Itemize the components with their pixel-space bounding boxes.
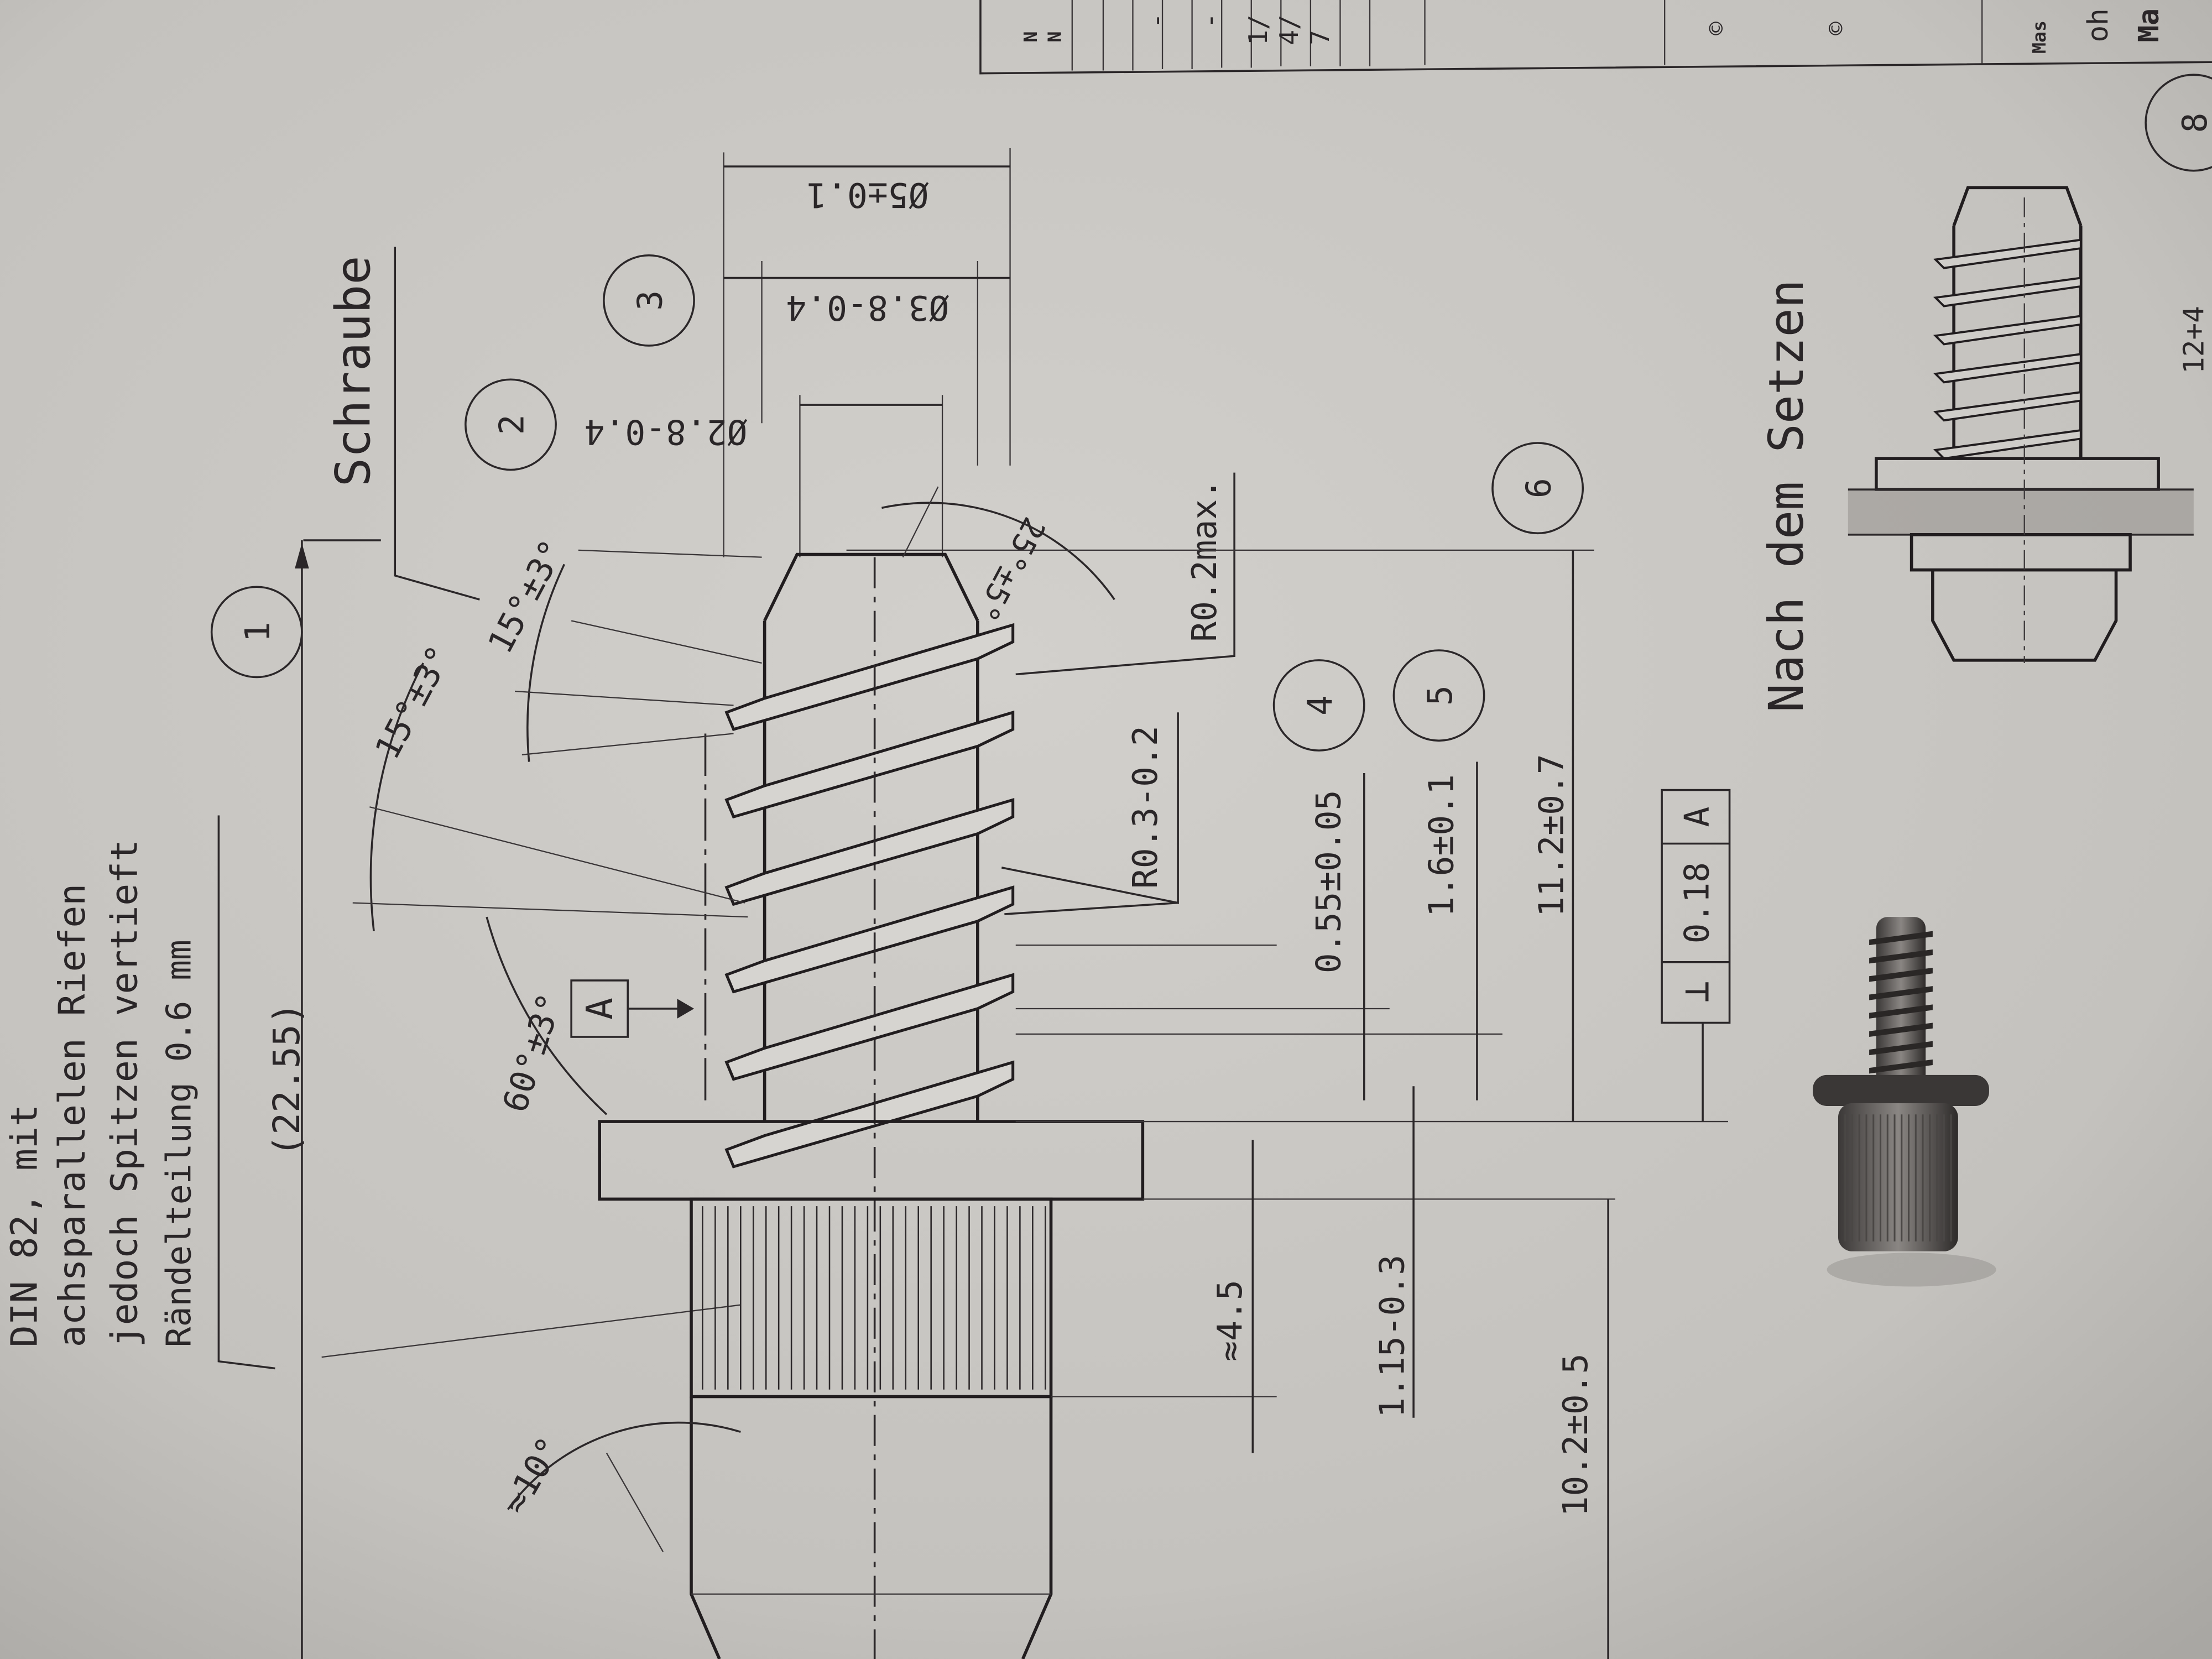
side-thread	[1933, 429, 2082, 460]
side-thread	[1933, 315, 2082, 346]
side-view-dim: 12+4	[2178, 306, 2211, 374]
tolerance-frame: ⊥ 0.18 A	[1661, 789, 1731, 1024]
tolerance-value: 0.18	[1677, 862, 1717, 943]
dim-knurl-length: ≈4.5	[1211, 1280, 1250, 1361]
dim-pitch: 1.6±0.1	[1422, 774, 1462, 917]
photo-thread	[1869, 986, 1933, 1000]
copyright-mark: ©	[1823, 22, 1849, 35]
svg-text:5: 5	[1421, 685, 1460, 706]
note-line: achsparallelen Riefen	[50, 884, 93, 1347]
photo-thread	[1869, 968, 1933, 982]
thread-crest	[724, 710, 1015, 819]
datum-a: A	[570, 979, 695, 1038]
svg-text:1: 1	[238, 622, 278, 642]
knurl-note: DIN 82, mit achsparallelen Riefen jedoch…	[2, 815, 741, 1370]
title-cell: 7	[1305, 30, 1335, 45]
dim-d-outer: Ø5±0.1	[806, 175, 928, 215]
title-cell: N	[1020, 32, 1041, 43]
dim-radius-root: R0.3-0.2	[1126, 726, 1165, 889]
photo-thread	[1869, 931, 1933, 946]
balloon-5: 5	[1392, 649, 1485, 742]
dim-d-minor: Ø2.8-0.4	[585, 412, 748, 451]
screw-tip	[763, 552, 979, 622]
dim-body-length: 10.2±0.5	[1556, 1353, 1595, 1516]
side-thread	[1933, 238, 2082, 269]
knurled-section	[690, 1197, 1053, 1399]
radius-leaders	[1001, 472, 1235, 915]
side-view-title: Nach dem Setzen	[1759, 279, 1814, 712]
title-cell: 1/	[1243, 14, 1273, 45]
side-thread	[1933, 353, 2082, 384]
thread-crest	[724, 623, 1015, 731]
thread-flanks	[724, 623, 1015, 1168]
title-block: N N - - 1/ 4/ 7 © © Mas oh Ma	[979, 0, 2212, 75]
svg-text:2: 2	[492, 414, 531, 435]
thread-crest	[724, 798, 1015, 906]
note-line: jedoch Spitzen vertieft	[102, 839, 145, 1347]
angle-arcs	[369, 502, 1115, 1510]
svg-text:A: A	[578, 998, 621, 1020]
note-line: Rändelteilung 0.6 mm	[159, 940, 199, 1347]
title-cell: oh	[2082, 8, 2115, 42]
title-cell: -	[1141, 13, 1171, 28]
dim-thread-length: 11.2±0.7	[1532, 754, 1572, 917]
svg-text:8: 8	[2176, 113, 2212, 133]
photo-thread	[1869, 949, 1933, 964]
title-cell: -	[1195, 13, 1225, 28]
balloon-3: 3	[603, 254, 695, 347]
title-leader	[394, 247, 480, 601]
tolerance-datum: A	[1677, 807, 1717, 827]
linear-dimensions: 0.55±0.05 1.6±0.1 11.2±0.7 ≈4.5 1.15-0.3…	[846, 549, 1728, 1659]
balloon-2: 2	[465, 378, 557, 471]
diameter-dimensions: Ø5±0.1 Ø3.8-0.4 Ø2.8-0.4	[585, 148, 1011, 557]
installed-screw-view: 12+4	[1848, 186, 2211, 663]
dim-flange-thickness: 1.15-0.3	[1373, 1255, 1412, 1418]
photo-thread	[1869, 1059, 1933, 1074]
screw-drawing	[598, 552, 1145, 1659]
thread-crest	[724, 885, 1015, 994]
dim-thread-depth: 0.55±0.05	[1309, 790, 1348, 973]
dim-d-major: Ø3.8-0.4	[786, 288, 949, 327]
reference-length: (22.55)	[265, 1002, 308, 1156]
thread-crest	[724, 1060, 1015, 1168]
balloon-8: 8	[2145, 74, 2212, 172]
title-cell: Ma	[2133, 8, 2166, 42]
balloon-1: 1	[210, 586, 303, 679]
overall-length-dimension: (22.55)	[265, 539, 381, 1659]
angle-extension-lines	[352, 486, 939, 1552]
photo-thread	[1869, 1041, 1933, 1056]
thread-crest	[724, 973, 1015, 1081]
balloon-4: 4	[1272, 659, 1365, 752]
title-cell: 4/	[1274, 14, 1304, 45]
title-cell: N	[1044, 32, 1065, 43]
part-title: Schraube	[325, 255, 381, 487]
photo-thread	[1869, 1022, 1933, 1037]
svg-text:4: 4	[1301, 695, 1340, 716]
tolerance-symbol: ⊥	[1674, 980, 1717, 1003]
svg-text:6: 6	[1520, 478, 1559, 498]
dim-radius-tip: R0.2max.	[1185, 479, 1224, 642]
svg-text:3: 3	[630, 290, 670, 311]
title-cell: Mas	[2028, 20, 2050, 54]
photo-thread	[1869, 1004, 1933, 1019]
balloon-6: 6	[1491, 442, 1584, 535]
side-thread	[1933, 390, 2082, 422]
side-thread	[1933, 276, 2082, 307]
physical-screw-sample	[1813, 917, 1996, 1287]
copyright-mark: ©	[1703, 22, 1729, 35]
note-line: DIN 82, mit	[2, 1104, 45, 1347]
